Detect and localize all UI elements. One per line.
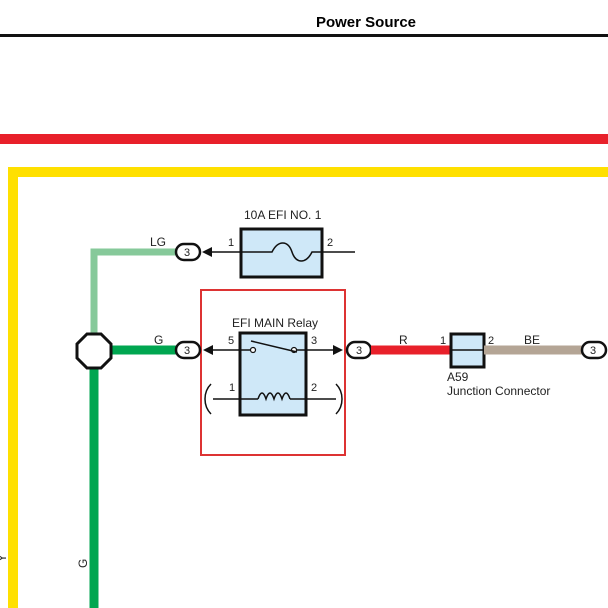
wire-label-y: Y xyxy=(0,554,9,562)
connector-ref-be-label: 3 xyxy=(590,345,596,357)
connector-ref-lg: 3 xyxy=(174,242,202,262)
lg-wire xyxy=(90,248,176,335)
splice-point-icon xyxy=(75,332,113,370)
junction-code: A59 xyxy=(447,370,469,384)
relay-coil-icon xyxy=(257,392,291,402)
header-rule xyxy=(0,34,608,37)
connector-ref-r: 3 xyxy=(345,340,373,360)
red-power-bus xyxy=(0,134,608,144)
fuse-body xyxy=(239,227,324,279)
wire-label-g: G xyxy=(154,333,163,347)
connector-ref-r-label: 3 xyxy=(356,345,362,357)
page-title: Power Source xyxy=(315,14,417,31)
connector-ref-g: 3 xyxy=(174,340,202,360)
fuse-pin-1: 1 xyxy=(228,237,234,249)
arrow-right-icon xyxy=(333,345,343,355)
yellow-wire xyxy=(8,167,608,608)
arrow-left-icon xyxy=(202,247,212,257)
relay-contact-left xyxy=(249,346,257,354)
relay-body xyxy=(238,331,308,417)
relay-pin-1: 1 xyxy=(229,382,235,394)
relay-pin-5: 5 xyxy=(228,335,234,347)
wire-label-r: R xyxy=(399,333,408,347)
connector-ref-lg-label: 3 xyxy=(184,247,190,259)
fuse-icon xyxy=(241,242,322,262)
relay-switch-blade xyxy=(250,340,298,353)
relay-pin-2: 2 xyxy=(311,382,317,394)
relay-pin-3: 3 xyxy=(311,335,317,347)
wire-label-lg: LG xyxy=(150,235,166,249)
connector-ref-g-label: 3 xyxy=(184,345,190,357)
fuse-label: 10A EFI NO. 1 xyxy=(244,208,322,222)
fuse-pin-2: 2 xyxy=(327,237,333,249)
relay-highlight-box xyxy=(200,289,346,456)
wire-label-g-vertical: G xyxy=(76,559,90,568)
junction-name: Junction Connector xyxy=(447,384,550,398)
junction-pin-2: 2 xyxy=(488,335,494,347)
arrow-left-icon xyxy=(203,345,213,355)
junction-pin-1: 1 xyxy=(440,335,446,347)
connector-ref-be: 3 xyxy=(580,340,608,360)
coil-bracket-right xyxy=(335,383,343,415)
coil-bracket-left xyxy=(204,383,212,415)
wire-label-be: BE xyxy=(524,333,540,347)
relay-label: EFI MAIN Relay xyxy=(232,316,318,330)
